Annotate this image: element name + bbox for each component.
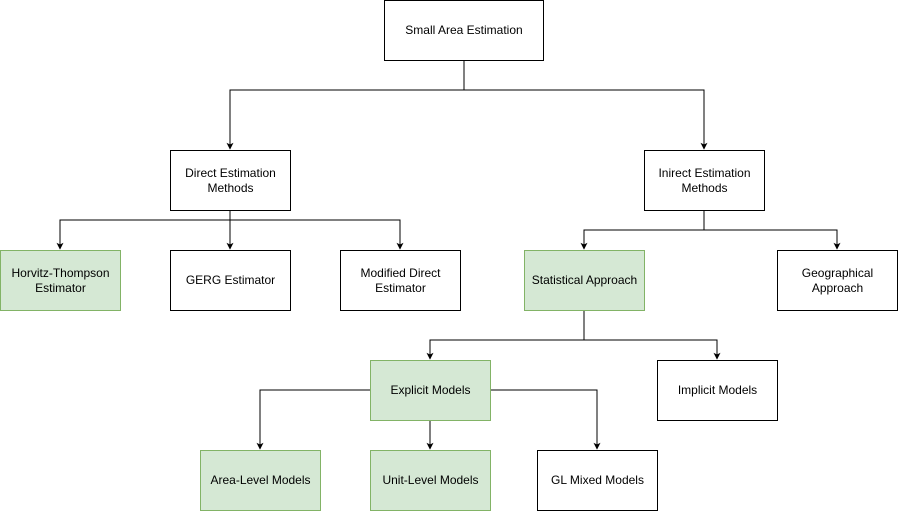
edge-indirect-statistical [580,211,705,250]
edge-root-indirect [463,61,708,150]
edge-direct-modified [229,211,404,250]
node-unit-level-models[interactable]: Unit-Level Models [370,450,491,511]
node-explicit-models[interactable]: Explicit Models [370,360,491,421]
node-area-level-models[interactable]: Area-Level Models [200,450,321,511]
node-gl-mixed-models[interactable]: GL Mixed Models [537,450,658,511]
node-direct-estimation-methods[interactable]: Direct Estimation Methods [170,150,291,211]
node-label: Modified Direct Estimator [360,265,441,295]
node-gerg-estimator[interactable]: GERG Estimator [170,250,291,311]
node-indirect-estimation-methods[interactable]: Inirect Estimation Methods [644,150,765,211]
node-label: Inirect Estimation Methods [658,165,751,195]
node-label: Area-Level Models [210,473,311,487]
edge-indirect-geographical [703,211,841,250]
edge-explicit-glmm [491,389,601,450]
node-label: Explicit Models [390,383,471,397]
node-label: Horvitz-Thompson Estimator [11,265,110,295]
node-label: Small Area Estimation [405,23,523,37]
edge-statistical-explicit [426,311,585,360]
edge-statistical-implicit [583,311,721,360]
node-label: Implicit Models [677,383,758,397]
node-geographical-approach[interactable]: Geographical Approach [777,250,898,311]
node-label: Geographical Approach [801,265,874,295]
node-label: Statistical Approach [531,273,638,287]
node-horvitz-thompson-estimator[interactable]: Horvitz-Thompson Estimator [0,250,121,311]
node-modified-direct-estimator[interactable]: Modified Direct Estimator [340,250,461,311]
edge-explicit-area [256,389,370,450]
node-label: GL Mixed Models [551,473,644,487]
node-statistical-approach[interactable]: Statistical Approach [524,250,645,311]
edge-root-direct [226,61,465,150]
node-label: GERG Estimator [185,273,276,287]
edge-direct-horvitz [56,211,231,250]
node-small-area-estimation[interactable]: Small Area Estimation [384,0,544,61]
node-label: Unit-Level Models [382,473,479,487]
node-label: Direct Estimation Methods [185,165,276,195]
node-implicit-models[interactable]: Implicit Models [657,360,778,421]
